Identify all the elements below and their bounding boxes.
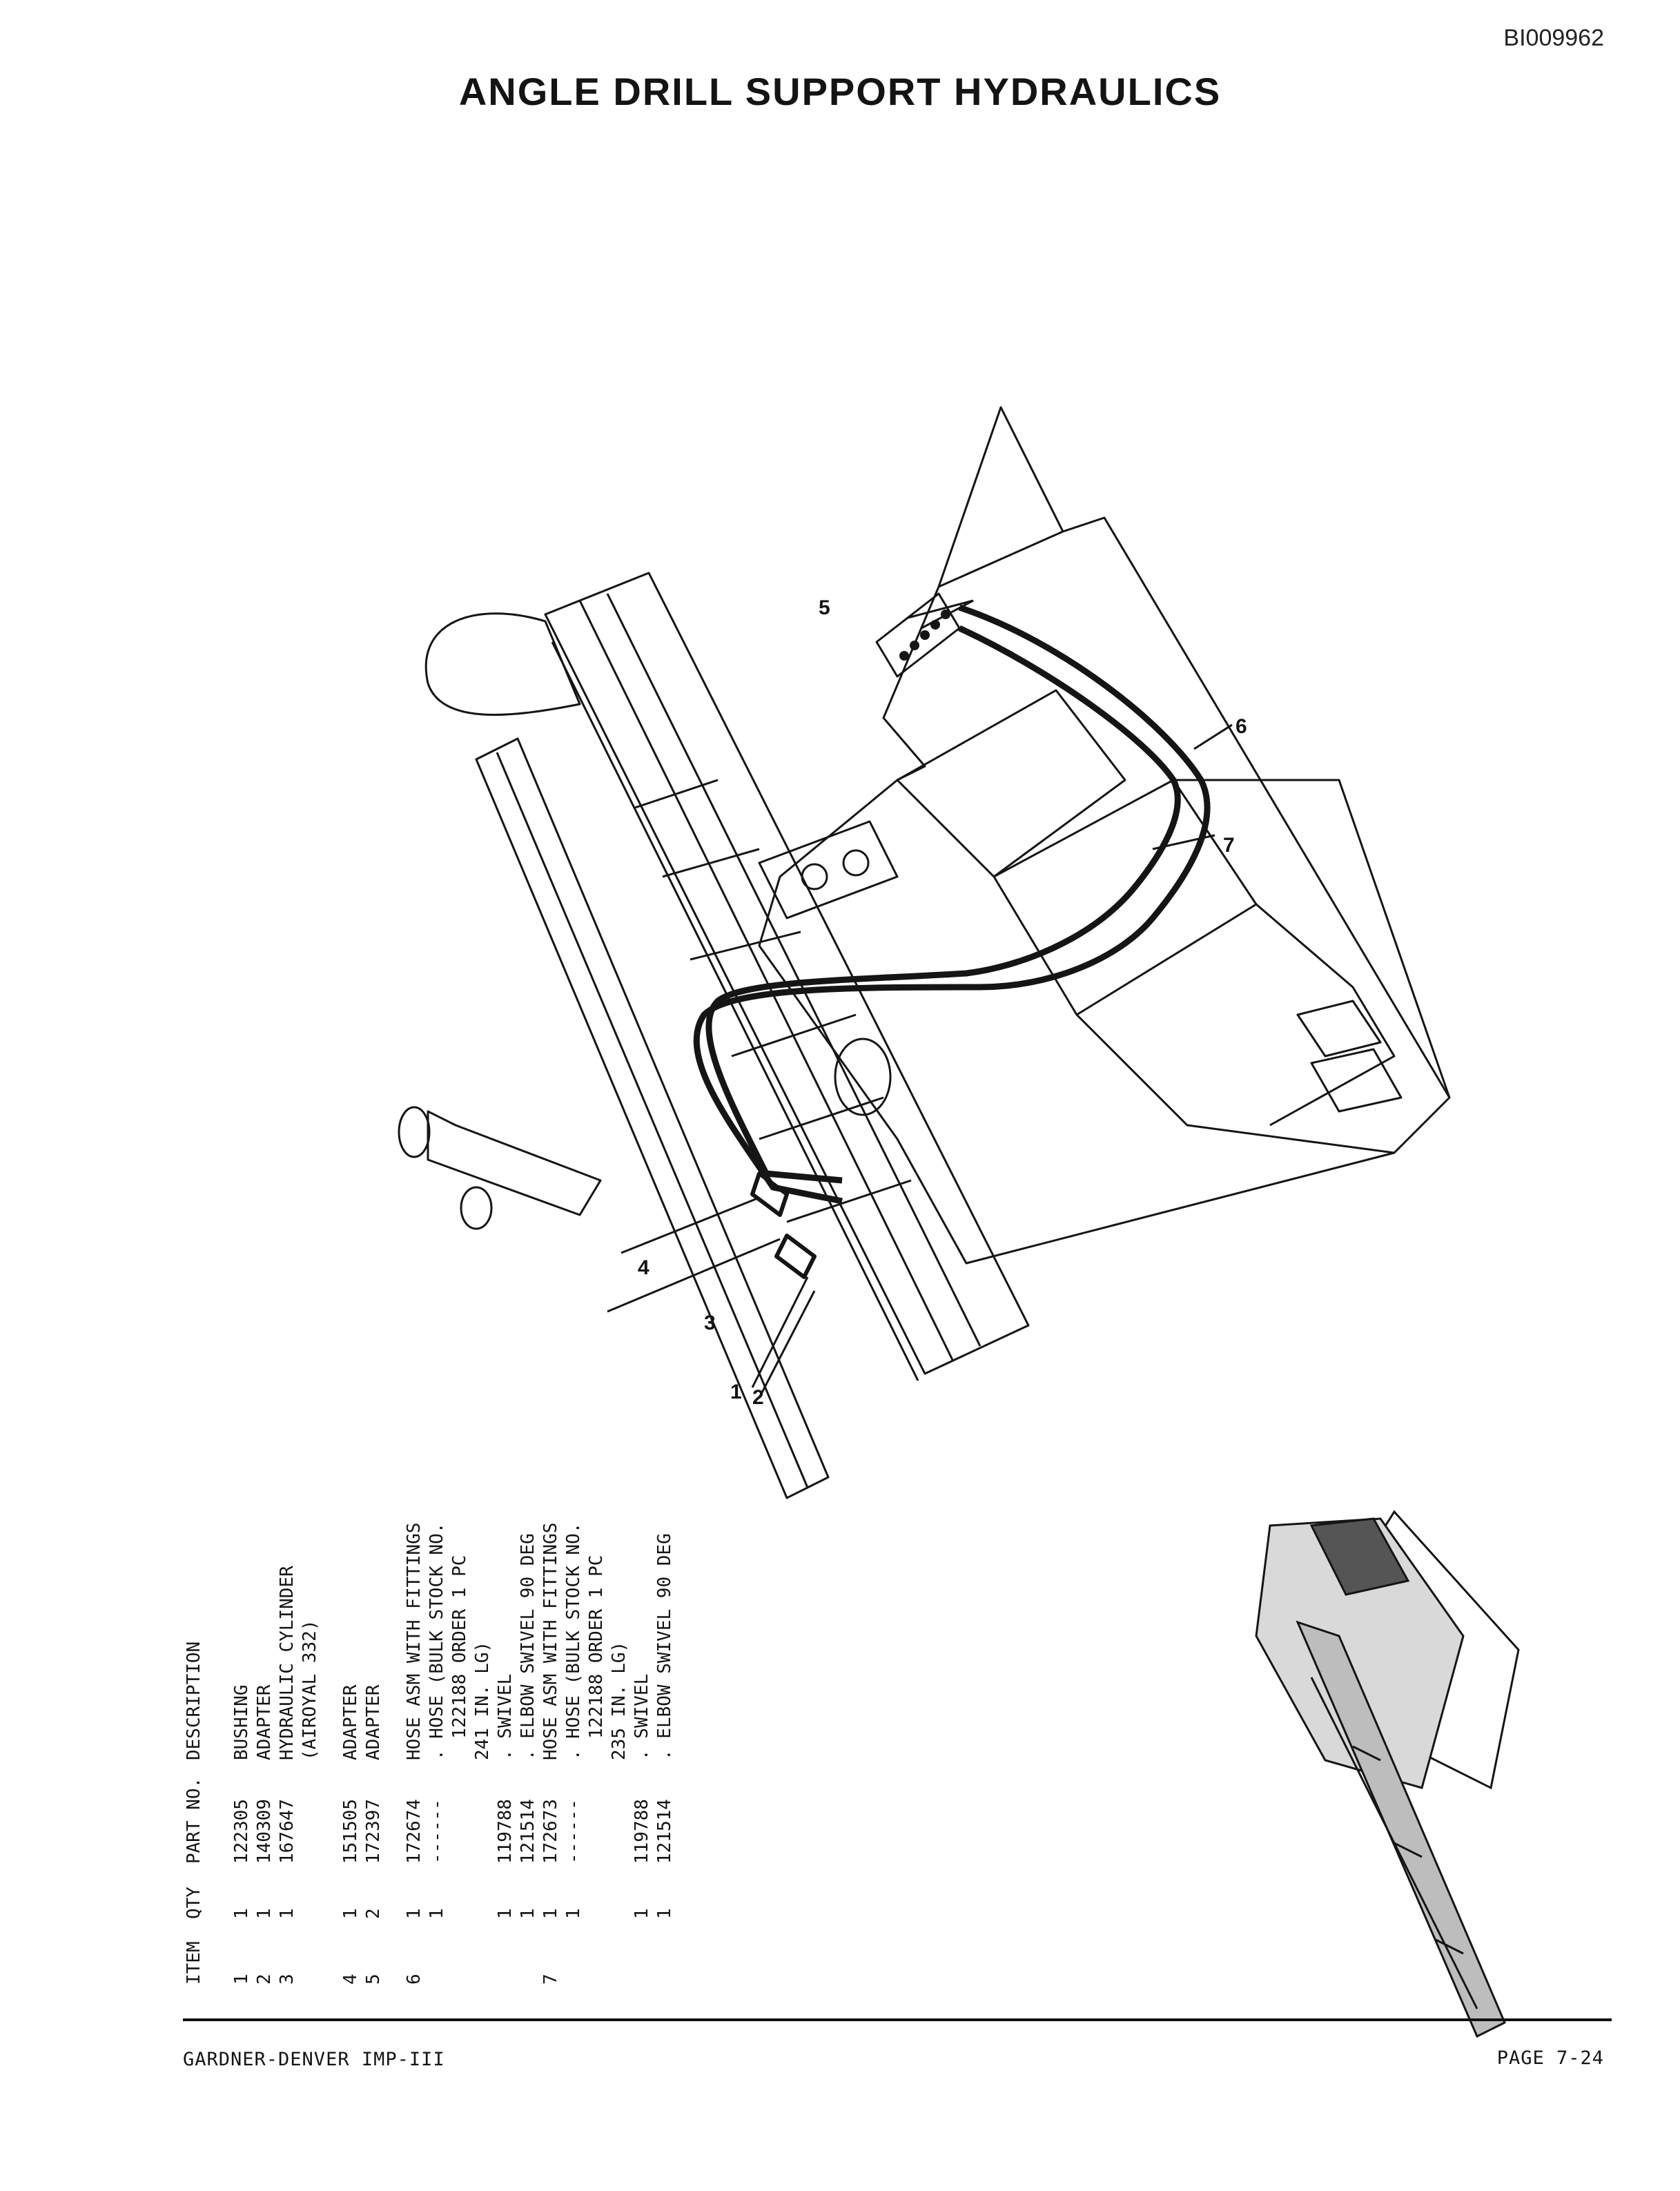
header-description: DESCRIPTION <box>184 1641 204 1760</box>
hydraulics-diagram <box>398 406 1451 1499</box>
frame-slot-1 <box>1296 1000 1382 1058</box>
feed-beam-lower <box>475 737 830 1499</box>
callout-7: 7 <box>1223 834 1235 857</box>
feed-beam-web <box>551 593 981 1381</box>
inset-cab <box>1309 1517 1410 1596</box>
machine-inset-illustration <box>1255 1510 1520 2038</box>
manifold-ports <box>899 610 950 661</box>
pivot-bracket <box>758 820 899 919</box>
footer-divider <box>183 2018 1612 2021</box>
inset-body <box>1255 1517 1465 1789</box>
cylinder-cap <box>460 1186 493 1230</box>
footer-manual-name: GARDNER-DENVER IMP-III <box>183 2049 445 2070</box>
leader-lines <box>607 599 1233 1399</box>
cross-members <box>634 779 912 1223</box>
hose-fitting-b <box>774 1234 817 1279</box>
frame-panel-middle <box>993 779 1451 1098</box>
table-row: 122188 ORDER 1 PC <box>449 1555 470 1760</box>
header-part-no: PART NO. <box>184 1777 204 1864</box>
pivot-hole-1 <box>801 863 828 890</box>
pivot-hole-2 <box>842 849 870 877</box>
cylinder-body <box>427 1110 602 1216</box>
callout-2: 2 <box>752 1386 764 1409</box>
frame-panel-upper <box>896 530 1126 878</box>
table-row: 1------. HOSE (BULK STOCK NO. <box>563 1522 584 1919</box>
table-row: 241 IN. LG) <box>472 1641 493 1760</box>
callout-6: 6 <box>1235 715 1247 738</box>
table-row: 122188 ORDER 1 PC <box>586 1555 607 1760</box>
inset-boom <box>1296 1620 1506 2038</box>
document-id: BI009962 <box>1503 25 1604 51</box>
hose-7 <box>705 625 1181 1184</box>
callout-4: 4 <box>638 1256 649 1279</box>
table-row: (AIROYAL 332) <box>300 1619 320 1761</box>
beam-end-cap <box>424 612 581 716</box>
beam-cutout <box>834 1038 892 1116</box>
callout-5: 5 <box>819 596 830 619</box>
header-qty: QTY <box>184 1887 204 1919</box>
page-title: ANGLE DRILL SUPPORT HYDRAULICS <box>458 70 1222 113</box>
callout-3: 3 <box>704 1312 716 1334</box>
header-item: ITEM <box>184 1941 204 1985</box>
table-row: 1------. HOSE (BULK STOCK NO. <box>427 1522 447 1919</box>
frame-slot-2 <box>1310 1048 1403 1113</box>
cylinder-rod-end <box>398 1106 431 1158</box>
footer-page-number: PAGE 7-24 <box>1496 2047 1604 2069</box>
inset-boom-detail <box>1310 1677 1478 2009</box>
feed-beam-top <box>544 572 1030 1375</box>
table-row: 235 IN. LG) <box>609 1641 629 1760</box>
hose-fitting-a <box>750 1171 789 1217</box>
parts-list-header: ITEM QTY PART NO. DESCRIPTION <box>183 1294 206 1985</box>
frame-panel-lower <box>1075 903 1396 1154</box>
callout-1: 1 <box>730 1381 742 1403</box>
hose-6 <box>693 604 1211 1205</box>
frame-body <box>758 406 1451 1265</box>
